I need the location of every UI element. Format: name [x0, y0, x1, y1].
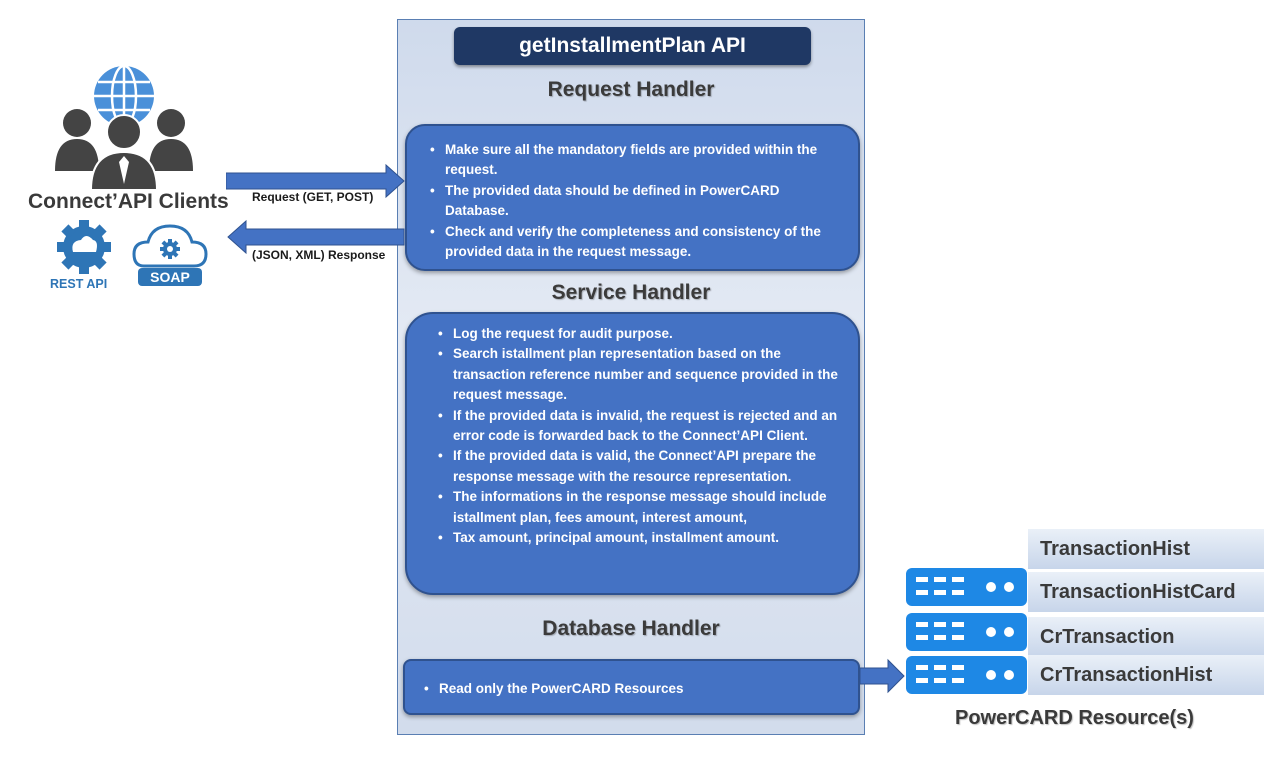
- resource-table: CrTransactionHist: [1028, 655, 1264, 695]
- arrows-svg: [226, 163, 405, 255]
- people-icon: [55, 109, 193, 191]
- soap-cloud-icon: SOAP: [132, 224, 208, 286]
- request-arrow-label: Request (GET, POST): [252, 190, 374, 204]
- db-arrow-svg: [859, 658, 905, 694]
- service-bullet: If the provided data is valid, the Conne…: [438, 446, 842, 487]
- rest-api-label: REST API: [50, 277, 108, 291]
- service-bullet: Tax amount, principal amount, installmen…: [438, 528, 842, 549]
- server-stack-icon: [906, 568, 1027, 694]
- service-bullet: The informations in the response message…: [438, 487, 842, 528]
- server-unit: [906, 613, 1027, 651]
- resource-table: CrTransaction: [1028, 617, 1264, 657]
- database-arrow: [859, 658, 905, 694]
- clients-icon: [55, 66, 193, 191]
- request-arrow: [226, 163, 405, 199]
- globe-icon: [94, 66, 154, 128]
- server-unit: [906, 656, 1027, 694]
- server-unit: [906, 568, 1027, 606]
- database-handler-heading: Database Handler: [542, 617, 720, 640]
- request-bullet: Check and verify the completeness and co…: [430, 222, 842, 263]
- resource-table: TransactionHist: [1028, 529, 1264, 569]
- database-handler-box: Read only the PowerCARD Resources: [403, 659, 860, 715]
- service-bullet: Log the request for audit purpose.: [438, 324, 842, 345]
- response-arrow-label: (JSON, XML) Response: [252, 248, 386, 262]
- database-bullet: Read only the PowerCARD Resources: [424, 679, 844, 700]
- request-handler-heading: Request Handler: [547, 78, 715, 101]
- request-bullet: Make sure all the mandatory fields are p…: [430, 140, 842, 181]
- resource-table: TransactionHistCard: [1028, 572, 1264, 612]
- cloud-gear-icon: [160, 239, 180, 259]
- clients-label: Connect’API Clients: [28, 190, 229, 213]
- soap-label: SOAP: [150, 269, 190, 285]
- resources-label: PowerCARD Resource(s): [955, 707, 1194, 729]
- service-bullet: If the provided data is invalid, the req…: [438, 406, 842, 447]
- service-handler-box: Log the request for audit purpose. Searc…: [405, 312, 860, 595]
- request-handler-box: Make sure all the mandatory fields are p…: [405, 124, 860, 271]
- response-arrow: [227, 219, 405, 255]
- service-handler-heading: Service Handler: [551, 281, 711, 304]
- request-bullet: The provided data should be defined in P…: [430, 181, 842, 222]
- service-bullet: Search istallment plan representation ba…: [438, 344, 842, 405]
- rest-api-gear-icon: [57, 220, 111, 274]
- api-title: getInstallmentPlan API: [454, 27, 811, 65]
